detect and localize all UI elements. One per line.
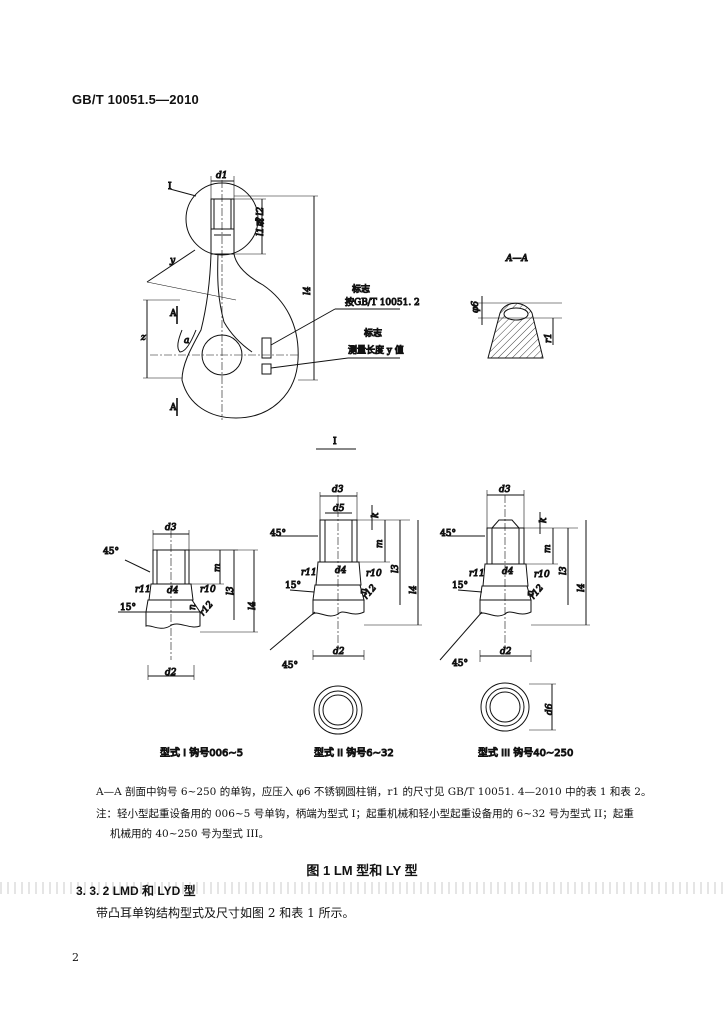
v1-r12: r12 [198, 600, 216, 619]
v3-d4: d4 [502, 567, 514, 577]
note-line-1: A—A 剖面中钩号 6~250 的单钩，应压入 φ6 不锈钢圆柱销，r1 的尺寸… [96, 786, 652, 798]
section-AA [478, 296, 562, 359]
v3-r10: r10 [534, 570, 550, 580]
dim-a: a [184, 336, 189, 346]
v2-angle-15: 15° [285, 581, 301, 591]
v2-d4: d4 [335, 566, 347, 576]
v3-angle-45b: 45° [452, 659, 468, 669]
section-A-bottom: A [169, 403, 177, 413]
v1-angle-15: 15° [120, 603, 136, 613]
v2-angle-45b: 45° [282, 661, 298, 671]
figure-title: 图 1 LM 型和 LY 型 [306, 863, 418, 878]
hook-main-view [143, 176, 400, 420]
v2-k: k [371, 513, 381, 518]
v3-m: m [543, 544, 553, 553]
v2-r11: r11 [301, 568, 317, 578]
v3-d6: d6 [545, 703, 555, 715]
v2-l4: l4 [409, 585, 419, 594]
mark-text-2: 测量长度 y 值 [348, 344, 404, 356]
dim-l4: l4 [303, 286, 313, 295]
view-type-2 [269, 492, 422, 735]
v3-d3: d3 [499, 485, 511, 495]
mark-title-2: 标志 [364, 327, 382, 339]
v3-n: n [526, 590, 536, 596]
v2-m: m [375, 539, 385, 548]
standard-code: GB/T 10051.5—2010 [72, 92, 199, 107]
dim-z: z [140, 333, 146, 343]
v3-angle-45: 45° [440, 529, 456, 539]
caption-type-3: 型式 III 钩号40~250 [478, 746, 573, 759]
v3-r11: r11 [469, 569, 485, 579]
mark-title-1: 标志 [352, 283, 370, 295]
v2-r10: r10 [366, 569, 382, 579]
v1-angle-45: 45° [103, 547, 119, 557]
v1-d2: d2 [165, 668, 177, 678]
v3-l3: l3 [559, 566, 569, 575]
v3-angle-15: 15° [452, 581, 468, 591]
section-heading: 3. 3. 2 LMD 和 LYD 型 [76, 884, 196, 898]
v2-d2: d2 [333, 647, 345, 657]
v3-l4: l4 [577, 583, 587, 592]
v1-d4: d4 [167, 586, 179, 596]
view-type-3 [439, 490, 590, 732]
caption-type-2: 型式 II 钩号6~32 [314, 746, 394, 759]
body-paragraph: 带凸耳单钩结构型式及尺寸如图 2 和表 1 所示。 [96, 906, 355, 920]
detail-label-I: I [333, 437, 337, 447]
scan-noise [0, 882, 724, 894]
v2-n: n [359, 588, 369, 594]
note-line-2: 注：轻小型起重设备用的 006~5 号单钩，柄端为型式 I；起重机械和轻小型起重… [96, 808, 634, 820]
hook-body-outline [181, 253, 299, 419]
dim-phi6: φ6 [471, 301, 481, 313]
v1-r11: r11 [135, 585, 151, 595]
v3-k: k [539, 518, 549, 523]
v1-l3: l3 [226, 586, 236, 595]
section-A-top: A [169, 309, 177, 319]
v1-r10: r10 [200, 585, 216, 595]
label-I: I [168, 182, 172, 192]
v1-n: n [188, 604, 198, 610]
hook-shank [210, 228, 235, 255]
dim-r1: r1 [544, 333, 554, 343]
v2-angle-45: 45° [270, 529, 286, 539]
v2-l3: l3 [391, 564, 401, 573]
v1-d3: d3 [165, 523, 177, 533]
section-title: A—A [505, 254, 528, 264]
caption-type-1: 型式 I 钩号006~5 [160, 746, 243, 759]
v3-d2: d2 [500, 647, 512, 657]
v1-m: m [213, 563, 223, 572]
mark-text-1: 按GB/T 10051. 2 [345, 296, 420, 308]
v2-d5: d5 [333, 504, 345, 514]
dim-l1-l2: l1或 l2 [255, 207, 266, 236]
view-type-1 [118, 530, 258, 680]
dim-y: y [169, 256, 176, 266]
v1-l4: l4 [248, 601, 258, 610]
dim-d1: d1 [216, 171, 228, 181]
page-number: 2 [72, 951, 79, 964]
note-line-3: 机械用的 40~250 号为型式 III。 [110, 828, 270, 840]
v2-d3: d3 [332, 485, 344, 495]
